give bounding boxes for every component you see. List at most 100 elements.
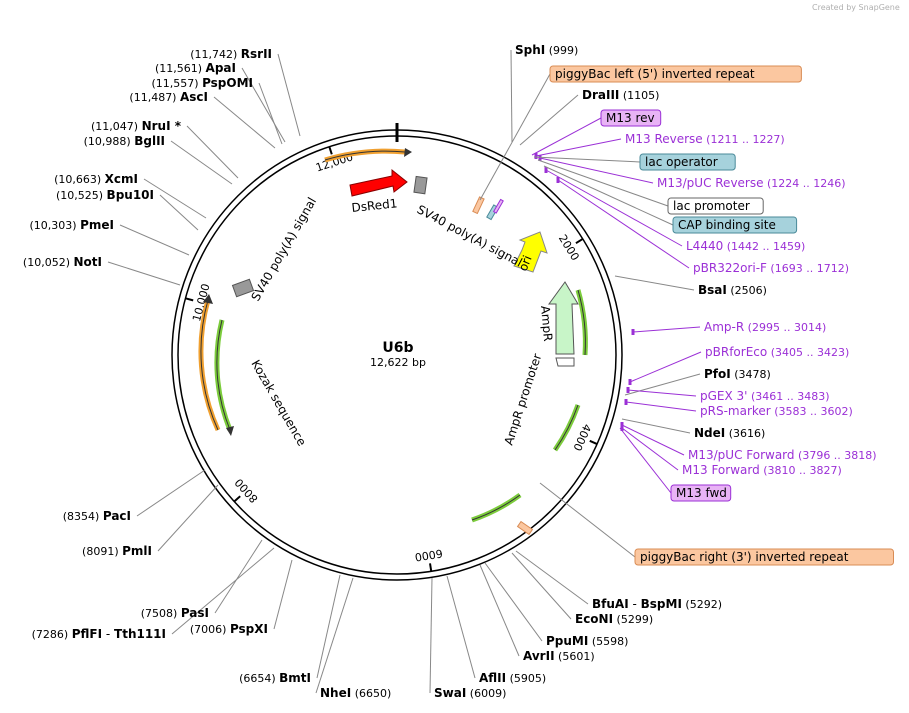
- enzyme-pos: (11,487): [129, 91, 180, 104]
- enzyme-pos: (11,557): [151, 77, 202, 90]
- connector-ndei: [621, 418, 691, 434]
- primer-name: Amp-R: [704, 320, 744, 334]
- enzyme-pos: (10,303): [30, 219, 81, 232]
- primer-pos: (3583 .. 3602): [771, 405, 853, 418]
- enzyme-pos: (7006): [190, 623, 230, 636]
- connector-l4440: [545, 169, 683, 247]
- feature-arcs: [198, 148, 588, 523]
- connector-m13rev_box: [531, 117, 602, 156]
- ampr-label: AmpR: [538, 305, 555, 342]
- ori-arrow: [513, 231, 548, 273]
- boxed-label-pb_left: piggyBac left (5') inverted repeat: [555, 67, 755, 81]
- enzyme-pos: (7286): [32, 628, 72, 641]
- primer-pos: (1693 .. 1712): [767, 262, 849, 275]
- sv40-label-top: SV40 poly(A) signal: [415, 202, 525, 269]
- enzyme-name: AvrII: [523, 649, 555, 663]
- boxed-label-pb_right: piggyBac right (3') inverted repeat: [640, 550, 849, 564]
- enzyme-name: PacI: [103, 509, 131, 523]
- enzyme-pos: (2506): [727, 284, 767, 297]
- primer-name: M13/pUC Forward: [688, 448, 795, 462]
- green-arc-bottom-line: [471, 494, 521, 521]
- boxed-label-cap: CAP binding site: [678, 218, 776, 232]
- pb-right-mark: [516, 520, 534, 536]
- scale-tick-label: 8000: [232, 476, 260, 506]
- connector-lacprom: [537, 159, 669, 207]
- primer-name: M13/pUC Reverse: [657, 176, 764, 190]
- primer-pos: (3796 .. 3818): [795, 449, 877, 462]
- enzyme-pos: (8091): [82, 545, 122, 558]
- connector-ppumi: [484, 562, 543, 642]
- enzyme-pos: (11,742): [190, 48, 241, 61]
- enzyme-name: AflII: [479, 671, 506, 685]
- primer-label-pgex3: pGEX 3' (3461 .. 3483): [700, 389, 830, 403]
- connector-pb_right: [539, 482, 636, 558]
- enzyme-label-pflfi: (7286) PflFI - Tth111I: [32, 627, 166, 641]
- enzyme-name: PpuMI: [546, 634, 588, 648]
- enzyme-label-draiii: DraIII (1105): [582, 88, 659, 102]
- connector-aflii: [446, 575, 476, 679]
- primer-label-m13forward: M13 Forward (3810 .. 3827): [682, 463, 842, 477]
- enzyme-pos: (999): [545, 44, 578, 57]
- enzyme-pos: (10,525): [56, 189, 107, 202]
- primer-mark-ampr: [631, 329, 635, 335]
- ampr-arrow: [548, 281, 579, 355]
- connector-xcmi: [143, 178, 207, 219]
- boxed-label-bg-m13fwd_box: [670, 484, 732, 502]
- enzyme-label-pasi: (7508) PasI: [141, 606, 209, 620]
- amppromoter-label: AmpR promoter: [502, 352, 545, 447]
- primer-pos: (3810 .. 3827): [760, 464, 842, 477]
- enzyme-label-nrui: (11,047) NruI *: [91, 119, 182, 133]
- orange-arc-left-line: [200, 299, 219, 431]
- enzyme-name: BglII: [134, 134, 165, 148]
- primer-mark-pgex3: [626, 387, 630, 393]
- enzyme-label-ndei: NdeI (3616): [694, 426, 765, 440]
- connector-bglii: [170, 140, 233, 185]
- boxed-label-bg-m13rev_box: [600, 109, 662, 127]
- green-arc-left-line: [216, 319, 231, 431]
- enzyme-pos: (11,047): [91, 120, 142, 133]
- enzyme-name: AscI: [180, 90, 208, 104]
- enzyme-label-bfuai: BfuAI - BspMI (5292): [592, 597, 722, 611]
- enzyme-name: EcoNI: [575, 612, 613, 626]
- enzyme-label-econi: EcoNI (5299): [575, 612, 653, 626]
- enzyme-name-2: BspMI: [641, 597, 682, 611]
- boxed-label-bg-cap: [672, 216, 798, 234]
- enzyme-label-avrii: AvrII (5601): [523, 649, 595, 663]
- enzyme-pos: (1105): [619, 89, 659, 102]
- connector-sphi: [510, 49, 513, 143]
- connector-draiii: [519, 94, 579, 146]
- primer-name: pGEX 3': [700, 389, 747, 403]
- enzyme-name-2: Tth111I: [114, 627, 166, 641]
- enzyme-pos: (11,561): [155, 62, 206, 75]
- enzyme-name: PasI: [181, 606, 209, 620]
- connector-nhei: [315, 577, 354, 694]
- green-arc-right-low-line: [554, 404, 579, 451]
- credit-text: Created by SnapGene: [812, 3, 900, 12]
- primer-mark-m13puc: [538, 155, 542, 161]
- ampr-promoter-mark: [555, 357, 575, 367]
- connector-m13rev: [535, 138, 622, 157]
- connector-rsri: [277, 53, 301, 137]
- primer-pos: (1211 .. 1227): [703, 133, 785, 146]
- enzyme-label-asci: (11,487) AscI: [129, 90, 208, 104]
- connector-asci: [213, 96, 276, 149]
- plasmid-name: U6b: [382, 340, 413, 356]
- scale-tick-1: [589, 439, 598, 445]
- enzyme-name: NdeI: [694, 426, 725, 440]
- connector-econi: [511, 552, 572, 620]
- connector-swai: [429, 577, 433, 694]
- boxed-label-bg-lacprom: [667, 197, 764, 215]
- enzyme-pos: (3478): [731, 368, 771, 381]
- enzyme-pos: (10,988): [84, 135, 135, 148]
- primer-label-m13rev: M13 Reverse (1211 .. 1227): [625, 132, 785, 146]
- enzyme-label-rsri: (11,742) RsrII: [190, 47, 272, 61]
- connector-bfuai: [515, 550, 589, 605]
- primer-mark-l4440: [544, 167, 548, 173]
- connector-prsmarker: [625, 401, 697, 412]
- connector-lacop: [533, 156, 641, 163]
- connector-bpu10i: [159, 194, 199, 231]
- orange-arc-top-head: [404, 148, 412, 157]
- plasmid-size: 12,622 bp: [370, 356, 426, 369]
- ori-feature: ori: [513, 231, 548, 273]
- primer-mark-m13forward: [620, 425, 624, 431]
